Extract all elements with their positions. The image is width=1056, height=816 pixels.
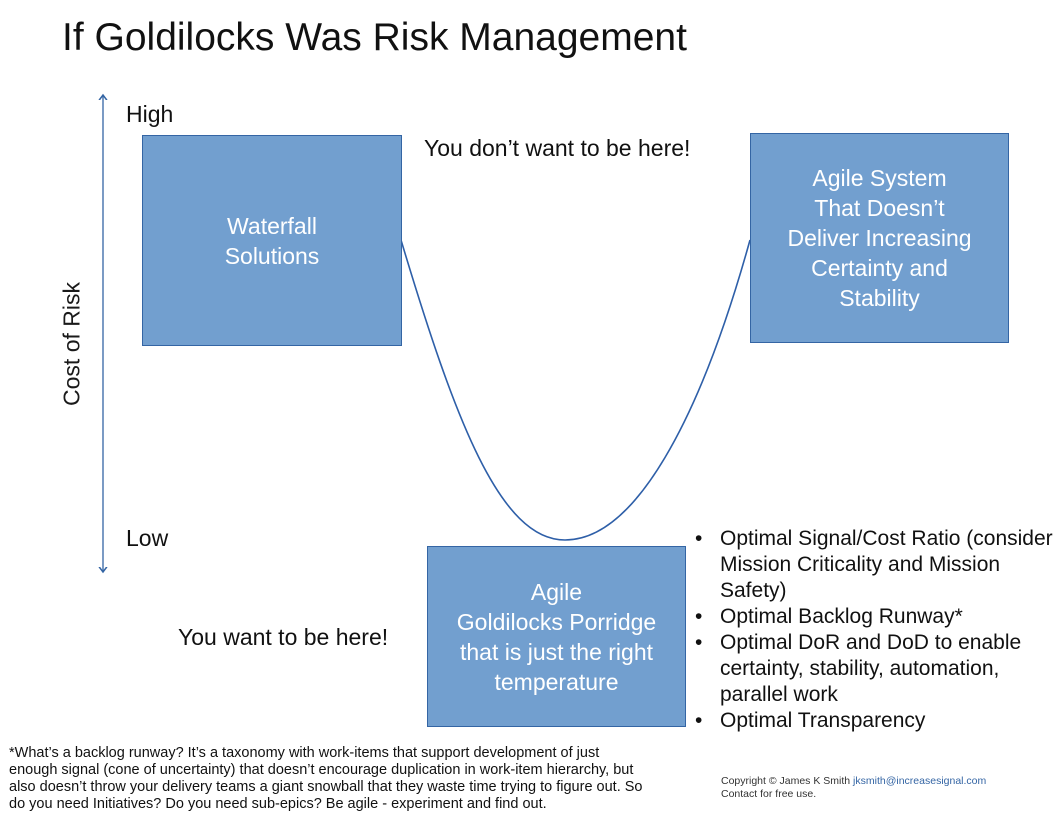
bullet-item: Optimal DoR and DoD to enable certainty,… — [695, 630, 1055, 708]
agile-system-box-label: Agile System That Doesn’t Deliver Increa… — [787, 165, 972, 311]
contact-email-link[interactable]: jksmith@increasesignal.com — [853, 775, 987, 787]
axis-high-label: High — [126, 101, 174, 127]
axis-low-label: Low — [126, 525, 169, 551]
contact-note: Contact for free use. — [721, 788, 817, 800]
bullet-item: Optimal Signal/Cost Ratio (consider Miss… — [695, 526, 1055, 604]
bullet-item: Optimal Backlog Runway* — [695, 604, 1055, 630]
want-annotation: You want to be here! — [178, 624, 389, 650]
risk-curve — [400, 239, 751, 541]
copyright-text: Copyright © James K Smith — [721, 775, 851, 787]
y-axis-label: Cost of Risk — [58, 282, 85, 406]
goldilocks-box: Agile Goldilocks Porridge that is just t… — [427, 546, 686, 727]
copyright-notice: Copyright © James K Smith jksmith@increa… — [721, 775, 986, 801]
bullet-item: Optimal Transparency — [695, 708, 1055, 734]
waterfall-box: Waterfall Solutions — [142, 135, 402, 346]
backlog-runway-footnote: *What’s a backlog runway? It’s a taxonom… — [9, 745, 643, 812]
waterfall-box-label: Waterfall Solutions — [224, 212, 320, 269]
dont-want-annotation: You don’t want to be here! — [424, 135, 691, 161]
page-title: If Goldilocks Was Risk Management — [62, 16, 687, 59]
goldilocks-box-label: Agile Goldilocks Porridge that is just t… — [456, 578, 657, 695]
agile-system-box: Agile System That Doesn’t Deliver Increa… — [750, 133, 1009, 343]
optimal-bullet-list: Optimal Signal/Cost Ratio (consider Miss… — [695, 526, 1055, 734]
